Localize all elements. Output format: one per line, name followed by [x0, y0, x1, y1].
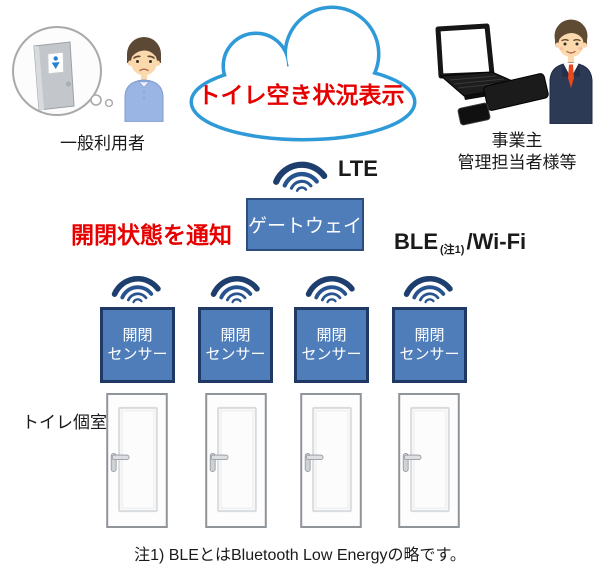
manager-label-line2: 管理担当者様等 — [457, 153, 577, 172]
gateway-box: ゲートウェイ — [246, 198, 364, 251]
notify-status-label: 開閉状態を通知 — [71, 222, 232, 248]
manager-label-line1: 事業主 — [491, 131, 543, 150]
business-manager-icon — [549, 19, 593, 124]
wifi-signal-icon — [401, 262, 457, 305]
general-user-label: 一般利用者 — [60, 134, 145, 153]
open-close-sensor-box: 開閉 センサー — [392, 307, 467, 383]
sensor-label-line2: センサー — [107, 346, 168, 363]
sensor-label-line2: センサー — [301, 346, 362, 363]
toilet-door-icon — [398, 393, 460, 528]
sensor-label-line1: 開閉 — [316, 327, 347, 344]
ble-wifi-label: BLE(注1)/Wi-Fi — [394, 229, 526, 257]
manager-label: 事業主 管理担当者様等 — [428, 130, 600, 174]
cloud-icon — [189, 5, 417, 142]
thought-bubble-restroom-icon — [12, 26, 114, 116]
worried-user-icon — [124, 37, 164, 122]
open-close-sensor-box: 開閉 センサー — [294, 307, 369, 383]
ble-note-ref: (注1) — [440, 244, 465, 256]
sensor-label-line2: センサー — [399, 346, 460, 363]
lte-label: LTE — [338, 156, 378, 181]
wifi-signal-icon — [303, 262, 359, 305]
sensor-label-line1: 開閉 — [122, 327, 153, 344]
wifi-signal-icon — [270, 146, 332, 194]
open-close-sensor-box: 開閉 センサー — [100, 307, 175, 383]
wifi-signal-icon — [208, 262, 264, 305]
sensor-label-line1: 開閉 — [414, 327, 445, 344]
sensor-label-line2: センサー — [205, 346, 266, 363]
sensor-label-line1: 開閉 — [220, 327, 251, 344]
toilet-door-icon — [205, 393, 267, 528]
ble-footnote: 注1) BLEとはBluetooth Low Energyの略です。 — [134, 547, 466, 564]
wifi-suffix-text: /Wi-Fi — [466, 229, 527, 254]
ble-text: BLE — [394, 229, 438, 254]
toilet-door-icon — [106, 393, 168, 528]
laptop-tablet-phone-icon — [435, 23, 549, 126]
toilet-door-icon — [300, 393, 362, 528]
wifi-signal-icon — [109, 262, 165, 305]
cloud-status-title: トイレ空き状況表示 — [197, 82, 405, 108]
open-close-sensor-box: 開閉 センサー — [198, 307, 273, 383]
toilet-stall-label: トイレ個室 — [22, 413, 107, 432]
